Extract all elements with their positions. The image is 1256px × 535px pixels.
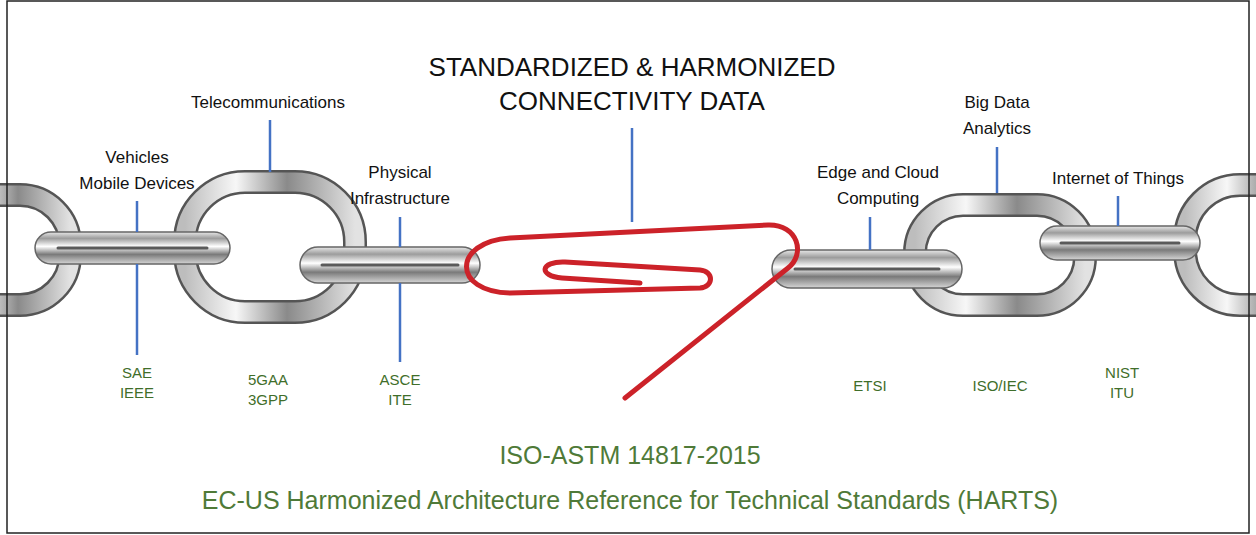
standard-label: NIST ITU <box>1105 363 1139 403</box>
leader-line <box>869 217 872 250</box>
standard-label: ASCE ITE <box>380 370 421 410</box>
standard-label: ISO/IEC <box>972 376 1027 396</box>
category-label: Telecommunications <box>191 92 345 114</box>
standard-label: 5GAA 3GPP <box>248 370 288 410</box>
chain-link <box>300 247 480 283</box>
paper-clip <box>467 225 798 398</box>
category-label: Physical Infrastructure <box>330 160 470 212</box>
category-label: Vehicles Mobile Devices <box>67 145 207 197</box>
category-label: Edge and Cloud Computing <box>813 160 943 212</box>
chain-link <box>772 250 962 288</box>
standard-label: ETSI <box>853 376 886 396</box>
category-label: Internet of Things <box>1052 168 1184 190</box>
leader-line <box>136 201 139 232</box>
leader-line <box>399 217 402 247</box>
leader-line <box>269 120 272 172</box>
standard-label: SAE IEEE <box>120 363 154 403</box>
chain-link <box>35 232 230 264</box>
leader-line <box>631 128 634 222</box>
leader-lines <box>137 120 1118 362</box>
chain-link <box>1040 226 1200 260</box>
leader-line <box>1117 196 1120 226</box>
leader-line <box>996 147 999 193</box>
diagram-title: STANDARDIZED & HARMONIZED CONNECTIVITY D… <box>372 50 892 118</box>
leader-line <box>136 264 139 355</box>
category-label: Big Data Analytics <box>947 90 1047 142</box>
caption-line: ISO-ASTM 14817-2015 <box>499 440 760 470</box>
frame-border <box>7 1 1249 533</box>
caption-line: EC-US Harmonized Architecture Reference … <box>202 485 1058 515</box>
leader-line <box>399 283 402 362</box>
